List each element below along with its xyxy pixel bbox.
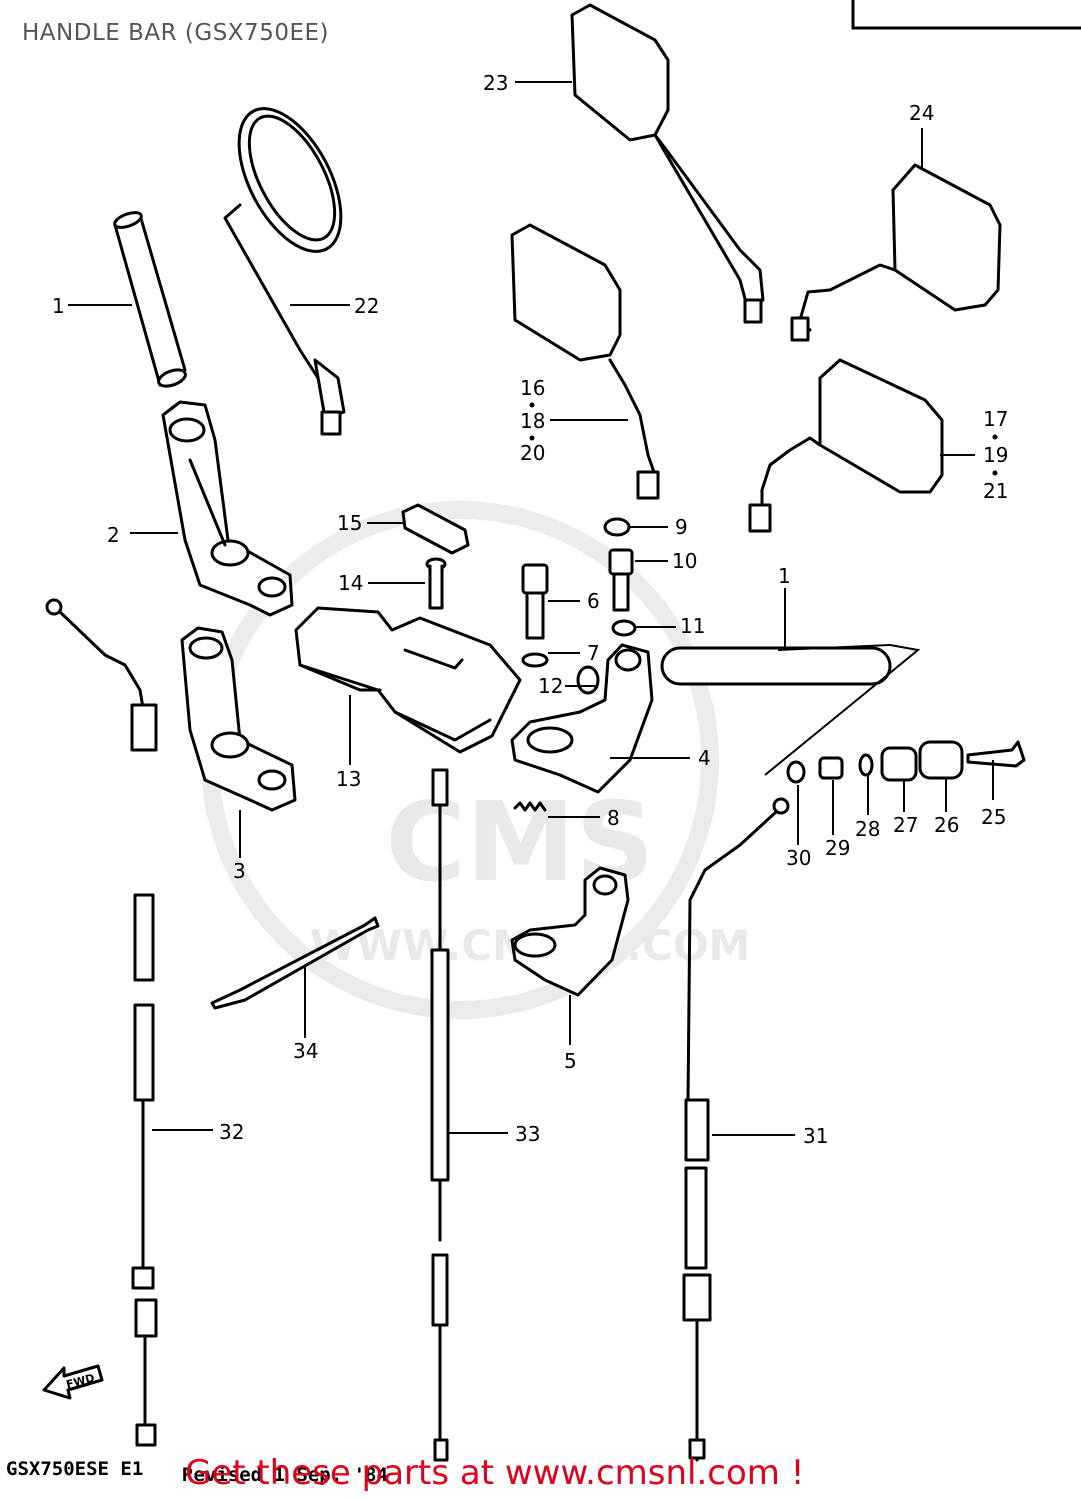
separator-dot (529, 435, 535, 441)
separator-dot (992, 434, 998, 440)
cable-33-drawing (430, 768, 450, 1462)
part-label-3: 3 (233, 859, 246, 883)
washer-11-drawing (611, 619, 637, 637)
part-label-14: 14 (338, 571, 363, 595)
round-mirror-drawing (223, 107, 346, 436)
part-label-26: 26 (934, 813, 959, 837)
separator-dot (992, 470, 998, 476)
revision-note: Revised 1 Sep. '84 (182, 1464, 388, 1486)
bar-end-assembly-drawing (786, 740, 1026, 784)
grip-left-drawing (113, 211, 187, 388)
part-label-12: 12 (538, 674, 563, 698)
part-label-28: 28 (855, 817, 880, 841)
part-label-1-right: 1 (778, 564, 791, 588)
handle-holder-5-drawing (510, 866, 630, 997)
handle-holder-lower-drawing (180, 626, 297, 812)
mirror-23-drawing (570, 3, 765, 324)
spring-8-drawing (513, 801, 547, 812)
part-label-27: 27 (893, 813, 918, 837)
bolt-6-drawing (521, 563, 549, 640)
part-label-32: 32 (219, 1120, 244, 1144)
top-bridge-drawing (294, 606, 522, 754)
part-label-31: 31 (803, 1124, 828, 1148)
forward-arrow-icon: FWD (42, 1364, 104, 1400)
part-labels: 1 1 2 3 4 5 6 7 8 9 10 11 12 13 14 15 16… (52, 71, 1008, 1148)
part-label-10: 10 (672, 549, 697, 573)
leader-lines (68, 81, 994, 1136)
handle-holder-right-drawing (510, 643, 654, 794)
part-label-6: 6 (587, 589, 600, 613)
promo-link[interactable]: Get these parts at www.cmsnl.com ! (185, 1453, 805, 1493)
mirror-17-drawing (748, 358, 944, 533)
mirror-24-drawing (790, 163, 1002, 342)
part-label-13: 13 (336, 767, 361, 791)
part-label-18: 18 (520, 409, 545, 433)
part-label-1-left: 1 (52, 294, 65, 318)
part-label-2: 2 (107, 523, 120, 547)
bolt-14-drawing (425, 557, 447, 610)
part-label-17: 17 (983, 407, 1008, 431)
cable-32-drawing (45, 598, 158, 1447)
model-code: GSX750ESE E1 (6, 1458, 144, 1480)
frame-corner (851, 0, 1081, 30)
part-label-11: 11 (680, 614, 705, 638)
part-label-23: 23 (483, 71, 508, 95)
emblem-plate-drawing (401, 503, 470, 555)
part-label-16: 16 (520, 376, 545, 400)
grip-right-drawing (660, 646, 892, 686)
cap-12-drawing (576, 665, 600, 695)
handle-holder-upper-drawing (161, 400, 294, 617)
part-label-8: 8 (607, 806, 620, 830)
part-label-25: 25 (981, 805, 1006, 829)
washer-7-drawing (521, 652, 549, 668)
part-label-24: 24 (909, 101, 934, 125)
cap-9-drawing (603, 517, 631, 537)
separator-dot (529, 402, 535, 408)
part-label-19: 19 (983, 443, 1008, 467)
part-label-34: 34 (293, 1039, 318, 1063)
part-label-9: 9 (675, 515, 688, 539)
part-label-22: 22 (354, 294, 379, 318)
part-label-15: 15 (337, 511, 362, 535)
cable-tie-drawing (210, 916, 380, 1010)
page-title: HANDLE BAR (GSX750EE) (22, 20, 329, 46)
part-label-5: 5 (564, 1049, 577, 1073)
part-label-4: 4 (698, 746, 711, 770)
part-label-29: 29 (825, 836, 850, 860)
cable-31-drawing (682, 797, 790, 1462)
mirror-16-drawing (510, 223, 660, 500)
part-label-21: 21 (983, 479, 1008, 503)
part-label-7: 7 (587, 641, 600, 665)
part-label-30: 30 (786, 846, 811, 870)
part-label-20: 20 (520, 441, 545, 465)
bolt-10-drawing (608, 548, 634, 612)
part-label-33: 33 (515, 1122, 540, 1146)
